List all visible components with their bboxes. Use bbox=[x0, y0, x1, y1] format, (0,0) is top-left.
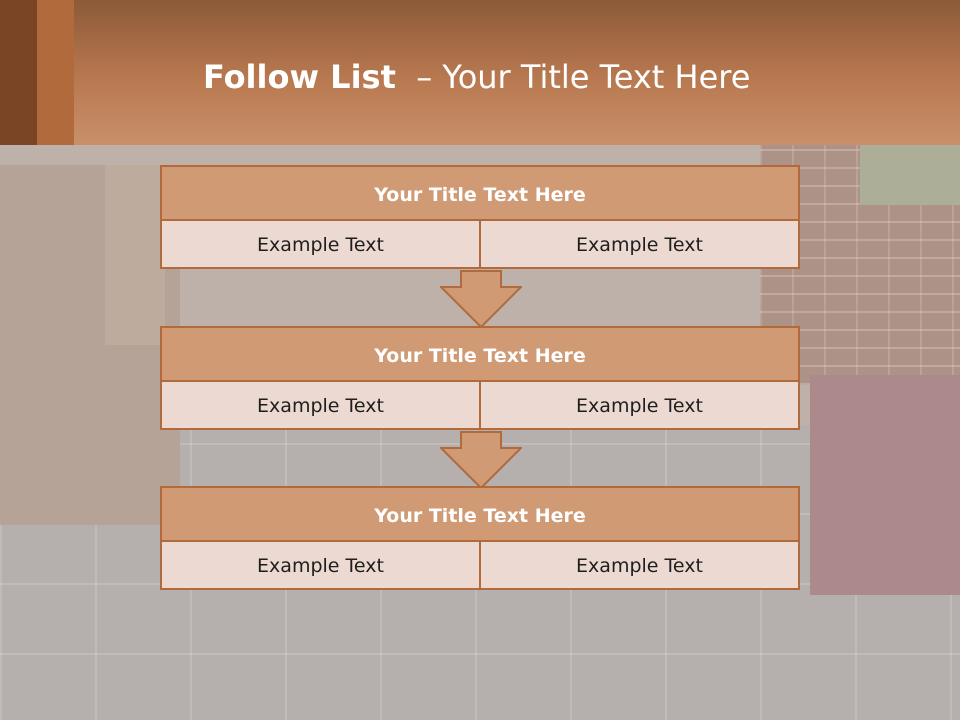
down-arrow-icon bbox=[440, 270, 522, 328]
title-banner: Follow List – Your Title Text Here bbox=[0, 0, 960, 145]
step-cell-left: Example Text bbox=[160, 380, 481, 430]
flower-bed bbox=[810, 375, 960, 595]
stone-pillar bbox=[105, 165, 165, 345]
slide-title-bold: Follow List bbox=[203, 58, 396, 96]
step-title: Your Title Text Here bbox=[160, 165, 800, 221]
accent-strip-light bbox=[37, 0, 74, 145]
step-title: Your Title Text Here bbox=[160, 486, 800, 542]
step-cell-right: Example Text bbox=[479, 380, 800, 430]
flow-step-3: Your Title Text Here Example Text Exampl… bbox=[160, 486, 800, 590]
slide-title-rest: – Your Title Text Here bbox=[395, 58, 751, 96]
slide-title: Follow List – Your Title Text Here bbox=[203, 55, 750, 99]
flow-step-2: Your Title Text Here Example Text Exampl… bbox=[160, 326, 800, 430]
accent-strip-dark bbox=[0, 0, 37, 145]
down-arrow-icon bbox=[440, 431, 522, 489]
step-row: Example Text Example Text bbox=[160, 380, 800, 430]
step-cell-left: Example Text bbox=[160, 219, 481, 269]
step-title: Your Title Text Here bbox=[160, 326, 800, 382]
flow-step-1: Your Title Text Here Example Text Exampl… bbox=[160, 165, 800, 269]
step-row: Example Text Example Text bbox=[160, 540, 800, 590]
step-cell-left: Example Text bbox=[160, 540, 481, 590]
step-cell-right: Example Text bbox=[479, 540, 800, 590]
greenery bbox=[860, 145, 960, 205]
step-row: Example Text Example Text bbox=[160, 219, 800, 269]
step-cell-right: Example Text bbox=[479, 219, 800, 269]
